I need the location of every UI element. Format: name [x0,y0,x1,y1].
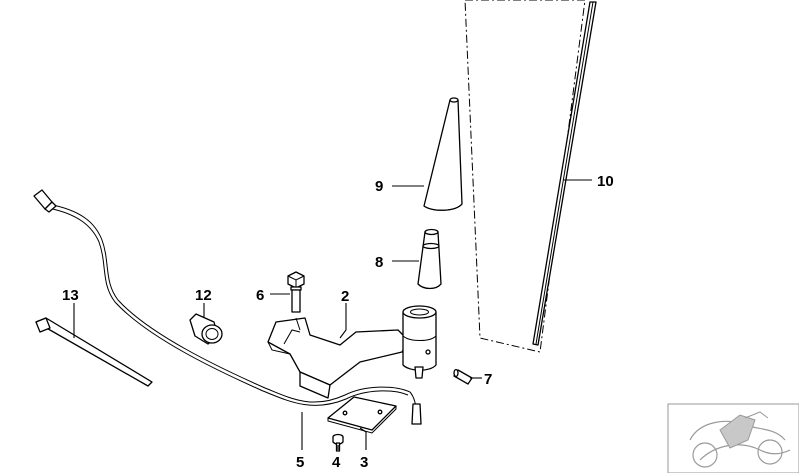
callout-4: 4 [332,454,341,471]
part-4-screw [332,433,344,452]
part-3-base-plate [327,396,397,434]
part-8-rubber-sleeve [417,228,442,290]
callout-8: 8 [375,254,383,271]
callout-9: 9 [375,178,383,195]
part-9-antenna-rod-tip [423,97,463,211]
callout-13: 13 [62,287,79,304]
callout-12: 12 [195,287,212,304]
part-13-cable-tie [35,317,153,387]
motorcycle-locator-thumbnail [667,403,799,473]
callout-5: 5 [296,454,304,471]
part-12-grommet [189,313,223,345]
part-5-antenna-cable [33,189,422,425]
callout-6: 6 [256,287,264,304]
callout-10: 10 [597,173,614,190]
leader-lines [73,179,592,450]
part-7-stud [453,368,473,385]
callout-3: 3 [360,454,368,471]
part-2-antenna-bracket [267,305,437,399]
callout-7: 7 [484,371,492,388]
part-6-bolt [287,271,305,313]
part-10-antenna-mast [464,0,597,353]
callout-2: 2 [341,288,349,305]
